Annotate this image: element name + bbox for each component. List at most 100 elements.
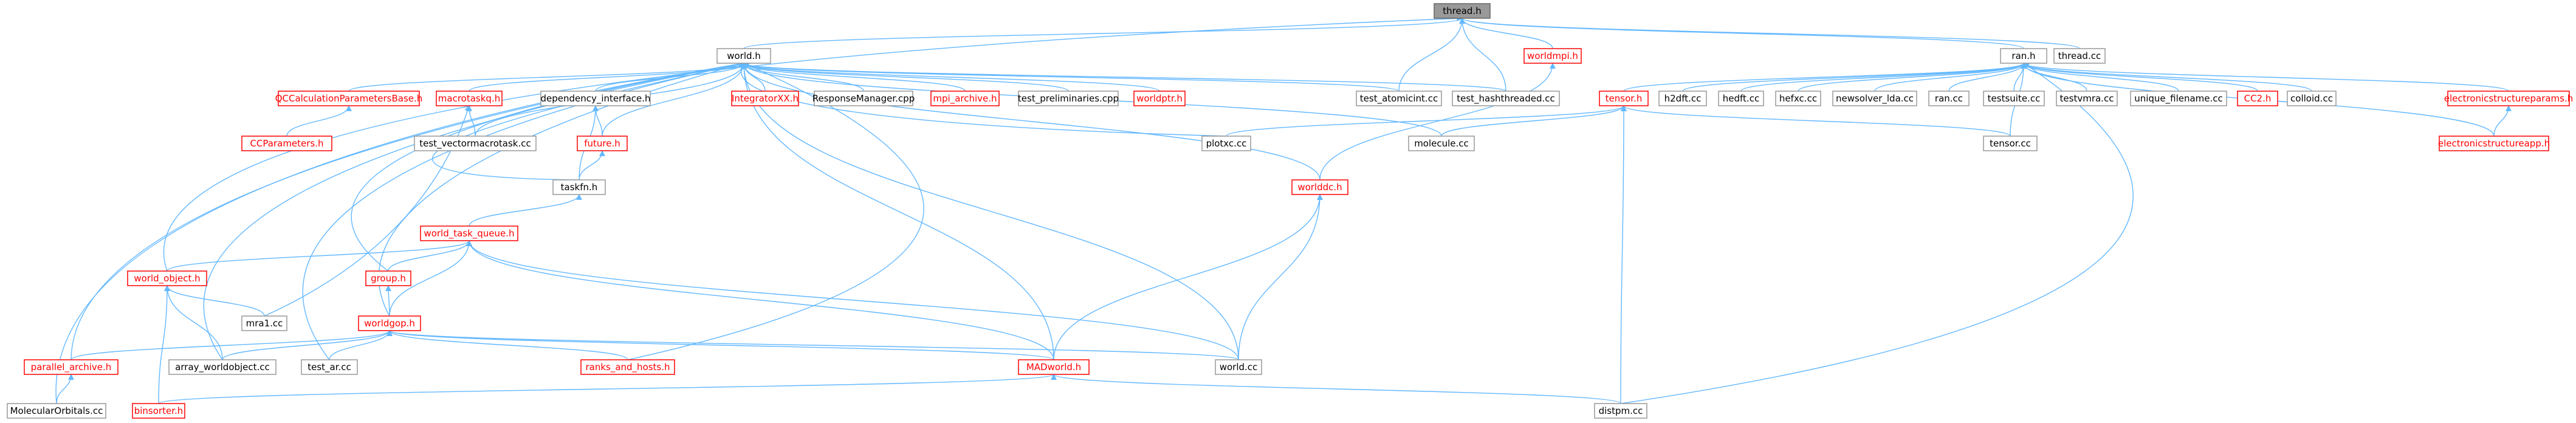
node-mpi-archive[interactable]: mpi_archive.h (930, 91, 1000, 106)
node-label: tensor.cc (1990, 138, 2031, 149)
node-box (2447, 91, 2570, 106)
node-box (1452, 91, 1560, 106)
node-label: electronicstructureapp.h (2438, 138, 2550, 149)
node-hefxc: hefxc.cc (1775, 91, 1821, 106)
node-box (1291, 179, 1348, 195)
edge-array_worldobject-to-worldgop (222, 330, 393, 360)
edge-worldgop-to-group_h (385, 285, 391, 317)
node-thread-cc: thread.cc (2053, 48, 2106, 64)
edge-h2dft-to-ran_h (1682, 63, 2027, 92)
node-box (580, 359, 675, 375)
edge-worlddc-to-worldmpi_h (1319, 63, 1556, 181)
node-box (1018, 359, 1090, 375)
edge-wtq-to-taskfn (469, 194, 582, 227)
node-worlddc[interactable]: worlddc.h (1291, 179, 1348, 195)
node-box (1832, 91, 1917, 106)
node-worldgop[interactable]: worldgop.h (358, 315, 421, 331)
node-label: electronicstructureparams.h (2444, 93, 2574, 104)
node-box (1018, 91, 1119, 106)
node-label: test_preliminaries.cpp (1018, 93, 1119, 105)
node-madworld[interactable]: MADworld.h (1018, 359, 1090, 375)
edge-binsorter-to-world_object (158, 285, 170, 404)
node-ran-h: ran.h (2000, 48, 2047, 64)
node-label: worlddc.h (1297, 182, 1342, 193)
node-label: ran.cc (1935, 93, 1963, 104)
node-newsolver: newsolver_lda.cc (1832, 91, 1917, 106)
node-box (2287, 91, 2337, 106)
node-box (552, 179, 606, 195)
edge-parallel_archive-to-worldgop (70, 330, 393, 360)
node-label: future.h (584, 138, 620, 149)
node-box (1599, 91, 1649, 106)
node-box (2439, 136, 2549, 151)
node-responsemanager: ResponseManager.cpp (812, 91, 915, 106)
edge-cc2-to-ran_h (2021, 63, 2258, 92)
node-box (1928, 91, 1970, 106)
node-label: MolecularOrbitals.cc (10, 405, 103, 416)
node-box (2237, 91, 2278, 106)
node-future-h[interactable]: future.h (577, 136, 628, 151)
node-unique-filename: unique_filename.cc (2130, 91, 2227, 106)
node-group-h[interactable]: group.h (365, 270, 411, 286)
node-label: testsuite.cc (1988, 93, 2041, 104)
edge-ccparams-to-qccalc (286, 105, 352, 137)
edge-newsolver-to-ran_h (1874, 63, 2027, 92)
node-macrotaskq[interactable]: macrotaskq.h (436, 91, 503, 106)
node-wtq[interactable]: world_task_queue.h (420, 225, 518, 241)
node-array-worldobject: array_worldobject.cc (168, 359, 276, 375)
edge-molecularorbitals-to-world_h (55, 61, 744, 404)
node-molecularorbitals: MolecularOrbitals.cc (7, 403, 106, 419)
node-box (241, 315, 287, 331)
edge-ran_h-to-thread_h (1459, 18, 2024, 49)
edge-test_ar-to-worldgop (329, 330, 393, 360)
node-ecsparams[interactable]: electronicstructureparams.h (2444, 91, 2574, 106)
node-label: binsorter.h (134, 405, 184, 416)
edge-madworld-to-worldgop (386, 330, 1054, 360)
node-box (241, 136, 332, 151)
edge-madworld-to-world_h (741, 63, 1054, 360)
node-label: distpm.cc (1599, 405, 1643, 416)
node-thread-h: thread.h (1434, 3, 1491, 19)
node-label: world.cc (1220, 362, 1258, 373)
edge-ranks_and_hosts-to-worldgop (386, 330, 628, 360)
node-box (1523, 48, 1582, 64)
node-worldptr[interactable]: worldptr.h (1133, 91, 1186, 106)
node-cc2[interactable]: CC2.h (2237, 91, 2278, 106)
node-box (930, 91, 1000, 106)
edge-plotxc-to-tensor_h (1226, 105, 1627, 137)
node-worldmpi-h[interactable]: worldmpi.h (1523, 48, 1582, 64)
node-distpm: distpm.cc (1594, 403, 1647, 419)
edge-worldgop-to-wtq (389, 240, 472, 317)
node-box (2056, 91, 2118, 106)
node-label: taskfn.h (561, 182, 598, 193)
node-h2dft: h2dft.cc (1658, 91, 1707, 106)
node-test-atomicint: test_atomicint.cc (1356, 91, 1442, 106)
node-box (1658, 91, 1707, 106)
node-label: thread.h (1443, 5, 1481, 16)
node-box (577, 136, 628, 151)
edge-ranks_and_hosts-to-world_h (627, 63, 924, 360)
node-box (2130, 91, 2227, 106)
edge-distpm-to-tensor_h (1620, 105, 1627, 404)
node-integratorxx[interactable]: IntegratorXX.h (731, 91, 799, 106)
node-label: worldgop.h (364, 318, 415, 329)
node-ranks-and-hosts[interactable]: ranks_and_hosts.h (580, 359, 675, 375)
edge-binsorter-to-madworld (158, 374, 1057, 404)
node-box (731, 91, 799, 106)
node-parallel-archive[interactable]: parallel_archive.h (24, 359, 118, 375)
node-label: testvmra.cc (2060, 93, 2114, 104)
node-ecsapp[interactable]: electronicstructureapp.h (2438, 136, 2550, 151)
node-world-object[interactable]: world_object.h (127, 270, 207, 286)
edge-worldptr-to-world_h (741, 63, 1160, 92)
node-label: CCParameters.h (250, 138, 323, 149)
edge-world_object-to-wtq (167, 240, 472, 272)
node-binsorter[interactable]: binsorter.h (132, 403, 185, 419)
node-box (1215, 359, 1262, 375)
node-label: hefxc.cc (1779, 93, 1817, 104)
node-qccalc[interactable]: QCCalculationParametersBase.h (275, 91, 423, 106)
edge-unique_filename-to-ran_h (2021, 63, 2179, 92)
node-ccparams[interactable]: CCParameters.h (241, 136, 332, 151)
node-tensor-h[interactable]: tensor.h (1599, 91, 1649, 106)
node-plotxc: plotxc.cc (1201, 136, 1251, 151)
